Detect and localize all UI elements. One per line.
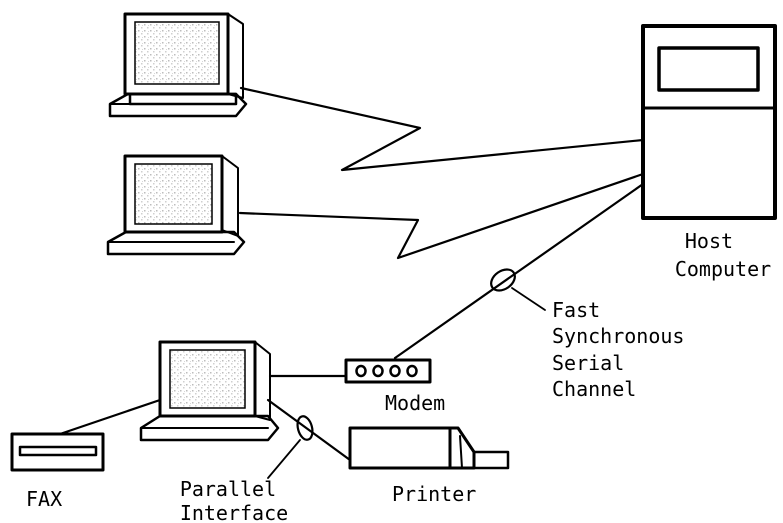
printer [348, 426, 510, 470]
parallel-interface-ring [296, 415, 314, 441]
modem [344, 358, 432, 384]
modem-light-3 [389, 364, 401, 378]
fast-channel-label-line-3: Serial [552, 351, 624, 375]
host-label: Host Computer [675, 229, 771, 281]
fast-channel-leader [511, 287, 546, 311]
terminal-top-screen [134, 21, 220, 85]
fast-channel-label-line-1: Fast [552, 298, 600, 322]
printer-paper-tray [472, 450, 510, 470]
fast-serial-channel-line [393, 182, 645, 360]
terminal-middle [106, 154, 246, 256]
fax-label: FAX [26, 487, 62, 511]
workstation [139, 340, 280, 442]
fast-channel-label-line-2: Synchronous [552, 324, 684, 348]
link-terminal-top-host [239, 86, 645, 172]
host-label-line-2: Computer [675, 257, 771, 281]
parallel-interface-label: Parallel Interface [180, 477, 288, 523]
fast-channel-label: Fast Synchronous Serial Channel [552, 298, 697, 401]
parallel-interface-leader [267, 439, 301, 479]
modem-light-1 [355, 364, 367, 378]
link-workstation-fax [58, 398, 162, 436]
modem-light-2 [372, 364, 384, 378]
fast-channel-label-line-4: Channel [552, 377, 636, 401]
workstation-screen [169, 349, 246, 409]
parallel-interface-label-line-2: Interface [180, 501, 288, 523]
terminal-top [108, 12, 248, 118]
fast-channel-ring [490, 268, 516, 292]
fax-machine [10, 432, 105, 472]
host-computer [641, 24, 777, 220]
printer-label: Printer [392, 482, 476, 506]
host-label-line-1: Host [685, 229, 733, 253]
link-workstation-printer [266, 398, 352, 462]
modem-light-4 [406, 364, 418, 378]
modem-label: Modem [385, 391, 445, 415]
parallel-interface-label-line-1: Parallel [180, 477, 276, 501]
link-terminal-middle-host [238, 172, 645, 260]
fax-slot [18, 445, 98, 457]
terminal-middle-screen [134, 163, 213, 225]
host-display [657, 46, 760, 92]
